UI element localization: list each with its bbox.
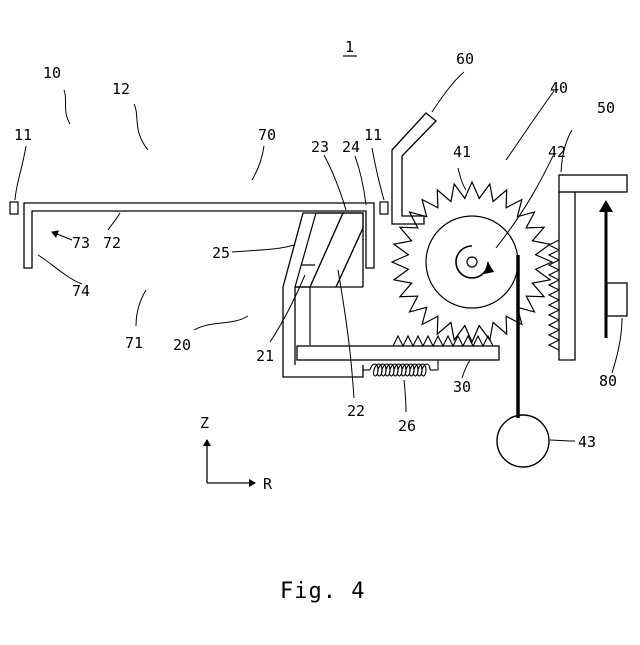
weight-43	[497, 415, 549, 467]
plate-teeth-50	[549, 240, 559, 350]
label-12: 12	[112, 80, 130, 98]
axes-indicator: Z R	[200, 414, 273, 493]
housing-20	[283, 213, 363, 377]
cam-block-21	[295, 213, 363, 345]
label-73: 73	[72, 234, 90, 252]
slider-22	[295, 228, 363, 287]
label-70: 70	[258, 126, 276, 144]
figure-number: 1	[345, 38, 354, 56]
label-10: 10	[43, 64, 61, 82]
rack-teeth-30	[393, 336, 493, 346]
rotation-arrow	[456, 246, 488, 278]
gear-41	[392, 182, 552, 342]
axis-z-label: Z	[200, 414, 209, 432]
spring-26	[363, 360, 438, 376]
label-24: 24	[342, 138, 360, 156]
label-74: 74	[72, 282, 90, 300]
sensor-11-left	[10, 202, 18, 214]
label-71: 71	[125, 334, 143, 352]
label-41: 41	[453, 143, 471, 161]
label-23: 23	[311, 138, 329, 156]
label-26: 26	[398, 417, 416, 435]
label-30: 30	[453, 378, 471, 396]
label-20: 20	[173, 336, 191, 354]
label-25: 25	[212, 244, 230, 262]
plate-50	[559, 175, 627, 360]
label-60: 60	[456, 50, 474, 68]
label-43: 43	[578, 433, 596, 451]
label-80: 80	[599, 372, 617, 390]
rotation-arrow-head	[484, 262, 494, 274]
figure-caption: Fig. 4	[280, 579, 365, 604]
label-11-left: 11	[14, 126, 32, 144]
sensor-80	[607, 283, 627, 316]
label-21: 21	[256, 347, 274, 365]
lever-60	[392, 113, 436, 224]
label-50: 50	[597, 99, 615, 117]
label-22: 22	[347, 402, 365, 420]
rack-bar-30	[297, 346, 499, 360]
sensor-11-right	[380, 202, 388, 214]
leader-lines	[15, 72, 622, 441]
gear-axle	[467, 257, 477, 267]
arrow-73	[52, 232, 72, 240]
gear-hub-42	[426, 216, 518, 308]
axis-r-label: R	[263, 475, 273, 493]
label-42: 42	[548, 143, 566, 161]
label-40: 40	[550, 79, 568, 97]
label-72: 72	[103, 234, 121, 252]
label-11-right: 11	[364, 126, 382, 144]
